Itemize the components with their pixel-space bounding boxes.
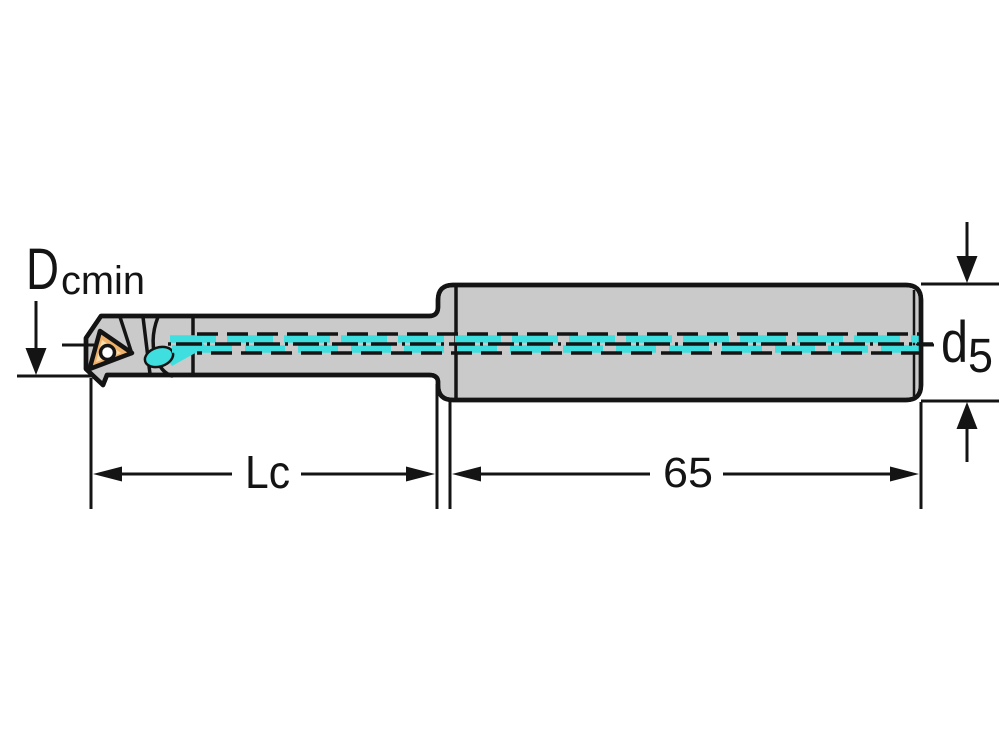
dimension-lc: Lc (93, 446, 435, 498)
tool-body-outline (83, 282, 924, 403)
cutting-insert (87, 328, 135, 372)
dcmin-label-sub: cmin (61, 259, 145, 303)
bottom-extension-lines (89, 378, 923, 509)
lc-arrowhead-left (93, 466, 122, 482)
shank-length-label: 65 (663, 449, 713, 497)
insert-screw-hole (98, 343, 117, 362)
dimension-65: 65 (452, 449, 919, 497)
dimension-dcmin: D cmin (17, 237, 145, 378)
lc-label: Lc (245, 446, 290, 498)
shank-arrowhead-left (452, 466, 481, 482)
insert-pocket-line (118, 315, 133, 353)
d5-label-main: d (941, 310, 968, 375)
coolant-channel (143, 332, 933, 369)
lc-arrowhead-right (406, 466, 435, 482)
dcmin-arrowhead (25, 348, 47, 375)
dimension-d5: d 5 (921, 222, 999, 462)
shank-arrowhead-right (890, 466, 919, 482)
dcmin-label-main: D (26, 237, 59, 302)
d5-arrowhead-bottom (956, 402, 978, 429)
d5-label-sub: 5 (968, 330, 993, 383)
d5-arrowhead-top (956, 256, 978, 283)
